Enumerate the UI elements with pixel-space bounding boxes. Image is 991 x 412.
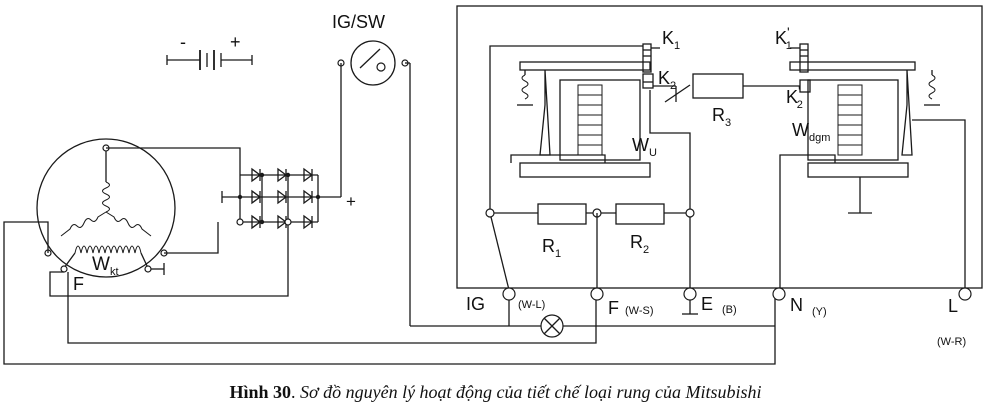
wkt-label: Wkt (92, 254, 119, 278)
terminal-e (682, 287, 698, 315)
r1-label: R1 (542, 236, 561, 260)
caption-text: Sơ đồ nguyên lý hoạt động của tiết chế l… (299, 382, 762, 402)
regulator-housing (456, 5, 983, 289)
rectifier-bridge (221, 167, 341, 230)
ig-sw-label: IG/SW (332, 12, 385, 32)
terminal-e-wire-label: (B) (722, 304, 737, 316)
alternator-f-label: F (73, 274, 84, 294)
battery-plus-label: + (230, 32, 241, 52)
charge-lamp (540, 314, 564, 338)
figure-caption: Hình 30. Sơ đồ nguyên lý hoạt động của t… (0, 382, 991, 403)
k1-prime-label: K'1 (775, 24, 792, 52)
k2-prime-label: K'2 (786, 83, 803, 111)
terminal-n (772, 287, 786, 301)
battery-symbol (166, 50, 253, 70)
terminal-ig-wire-label: (W-L) (518, 299, 545, 311)
resistor-r2 (615, 203, 665, 225)
terminal-ig (502, 287, 516, 301)
k1-label: K1 (662, 28, 680, 52)
k2-label: K2 (658, 68, 676, 92)
terminal-l-label: L (948, 296, 958, 316)
wu-label: WU (632, 135, 657, 159)
voltage-relay (489, 43, 691, 295)
caption-separator: . (290, 382, 300, 402)
terminal-ig-label: IG (466, 294, 485, 314)
charge-relay (779, 43, 966, 294)
terminal-e-label: E (701, 294, 713, 314)
caption-prefix: Hình 30 (229, 382, 291, 402)
terminal-l-wire-label: (W-R) (937, 336, 966, 348)
resistor-r3 (692, 73, 744, 99)
rectifier-plus-label: + (346, 192, 356, 211)
regulator-circuit-diagram: - + IG/SW Wkt F (3, 5, 983, 365)
r2-label: R2 (630, 232, 649, 256)
field-winding-wkt (60, 245, 165, 275)
terminal-f (590, 287, 604, 301)
ignition-switch (337, 40, 409, 86)
terminal-l (958, 287, 972, 301)
resistor-r1 (537, 203, 587, 225)
wdgm-label: Wdgm (792, 120, 830, 144)
terminal-f-wire-label: (W-S) (625, 305, 654, 317)
terminal-f-label: F (608, 298, 619, 318)
terminal-n-label: N (790, 295, 803, 315)
terminal-n-wire-label: (Y) (812, 306, 827, 318)
battery-minus-label: - (180, 32, 186, 52)
r3-label: R3 (712, 105, 731, 129)
